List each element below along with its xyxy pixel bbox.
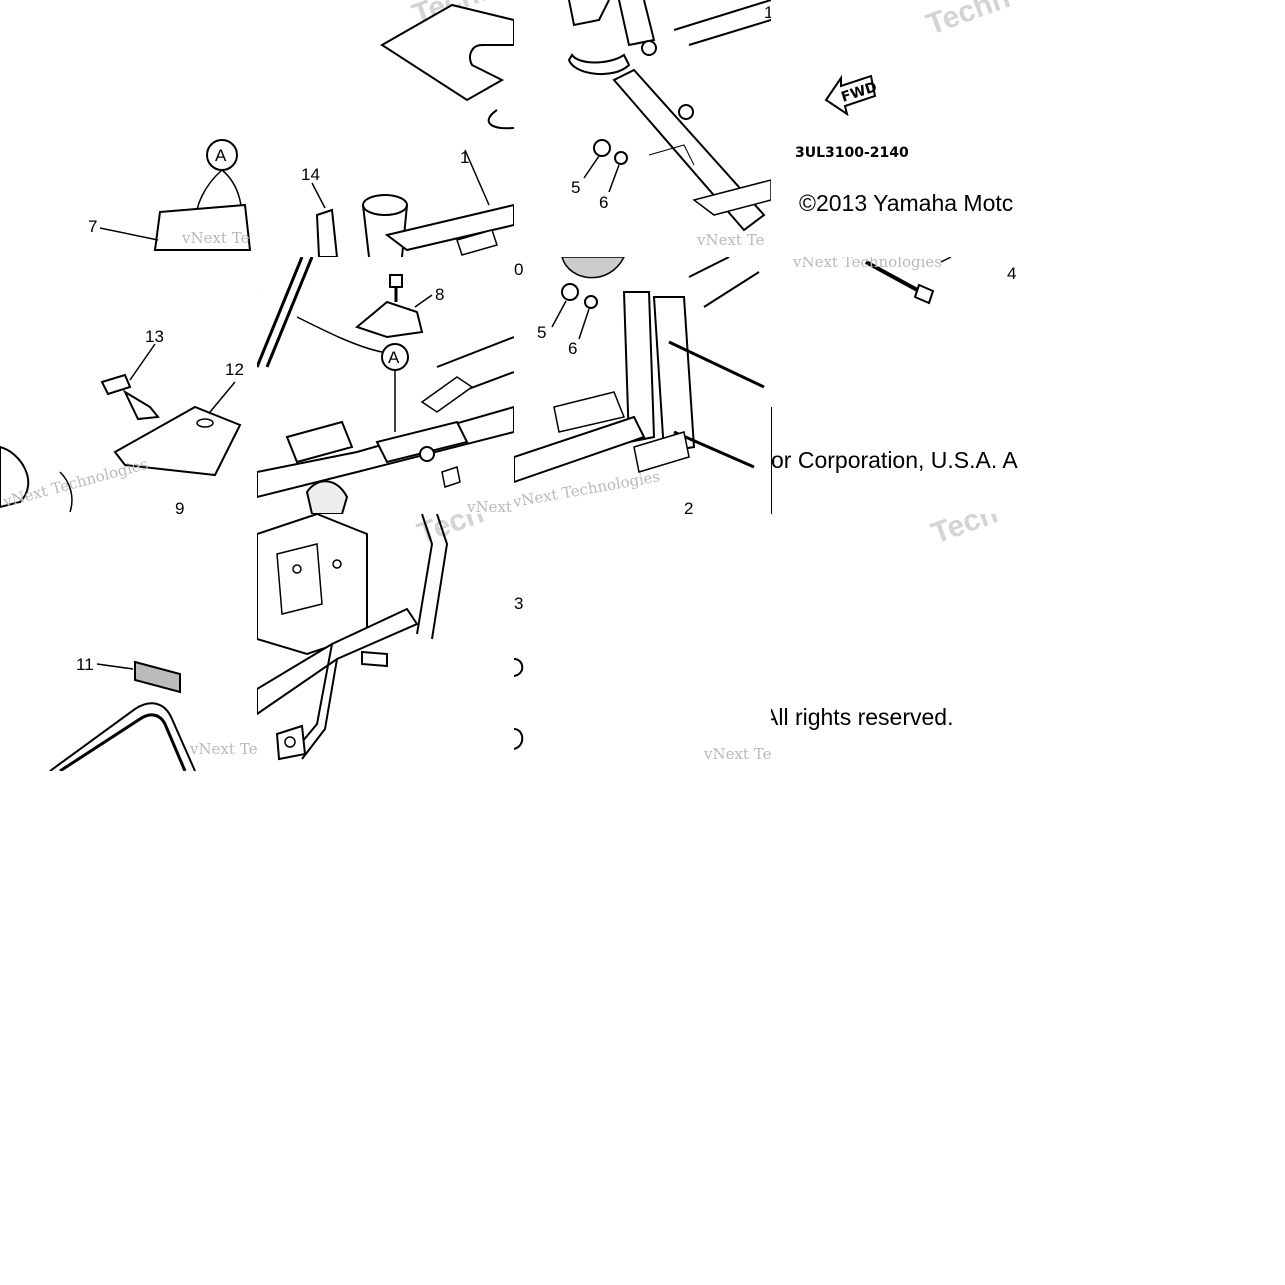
part-number-8: 8 <box>435 285 444 304</box>
tile-r3c3-drawing: 3 vNext Te <box>514 594 771 763</box>
callout-a2-label: A <box>388 348 400 367</box>
tile-r3c4: Tech All rights reserved. <box>771 514 1028 771</box>
callout-a-label: A <box>215 146 227 165</box>
part-number-9: 9 <box>175 499 184 514</box>
part-number-14: 14 <box>301 165 320 184</box>
watermark: vNext Technologies <box>466 498 514 514</box>
clip-part-13 <box>100 373 132 396</box>
washer-part-6b <box>584 295 598 309</box>
watermark: vNext Te <box>820 254 889 257</box>
tile-r1c2-drawing: Techn 14 1 <box>301 0 514 257</box>
part-number-12: 12 <box>225 360 244 379</box>
tile-r2c4-drawing: 4 vNext Technologies <box>771 257 1016 514</box>
tile-r2c2: A 8 vNext Technologies <box>257 257 514 514</box>
tile-r1c1: A 7 vNext Te <box>0 0 257 257</box>
watermark: vNext Te <box>696 231 765 249</box>
part-number-11: 11 <box>76 655 94 674</box>
nut-part-5 <box>593 139 611 157</box>
pad-part-7 <box>153 203 252 251</box>
tile-r1c3-drawing: 5 6 vNext Te 1 <box>567 0 771 249</box>
bolt-part-4 <box>865 260 922 294</box>
part-number-1: 1 <box>460 148 469 167</box>
part-number-10: 0 <box>514 260 523 279</box>
tile-r3c3: 3 vNext Te <box>514 514 771 771</box>
copyright-part-3: All rights reserved. <box>771 704 954 730</box>
tile-r3c4-drawing: Tech <box>927 514 1002 551</box>
tile-r1c4: Techn FWD 3UL3100-2140 vNext Te ©2013 Ya… <box>771 0 1028 257</box>
watermark: vNext Technologies <box>792 257 942 271</box>
tile-r2c1: 13 12 9 vNext Technologies <box>0 257 257 514</box>
part-number-2: 2 <box>684 499 693 514</box>
bolt-long-1 <box>668 340 765 389</box>
tile-r2c3: 0 5 6 2 vNext Technologies <box>514 257 771 514</box>
tile-r2c2-drawing: A 8 vNext Technologies <box>257 257 514 514</box>
diagram-code: 3UL3100-2140 <box>795 145 909 161</box>
watermark: vNext Te <box>181 229 250 247</box>
bracket-part-8 <box>354 300 424 339</box>
tile-r1c4-drawing: Techn FWD 3UL3100-2140 vNext Te <box>795 0 1014 257</box>
part-number-6: 6 <box>599 193 608 212</box>
part-number-5b: 5 <box>537 323 546 342</box>
tile-r1c1-drawing: A 7 vNext Te <box>88 139 252 251</box>
rear-bracket-right <box>652 296 696 454</box>
tile-r3c2: Tech <box>257 514 514 771</box>
steering-head-tube <box>618 0 656 47</box>
part-number-5: 5 <box>571 178 580 197</box>
bolt-long-2 <box>673 430 755 469</box>
tile-r3c1: 11 vNext Te <box>0 514 257 771</box>
plate <box>380 3 514 102</box>
frame-top-tube <box>384 203 514 252</box>
part-number-4: 4 <box>1007 264 1016 283</box>
part-number-1-top: 1 <box>764 3 771 22</box>
nut-part-5b <box>561 283 579 301</box>
part-number-3: 3 <box>514 594 523 613</box>
washer-part-6 <box>614 151 628 165</box>
steering-head <box>362 194 408 216</box>
pad-part-11 <box>134 660 181 694</box>
tile-r2c4: 4 vNext Technologies or Corporation, U.S… <box>771 257 1028 514</box>
tile-r1c3: 5 6 vNext Te 1 <box>514 0 771 257</box>
foam-pad <box>561 257 625 279</box>
part-number-6b: 6 <box>568 339 577 358</box>
watermark: vNext Te <box>189 740 257 758</box>
watermark-tech-4: Tech <box>927 514 1002 551</box>
down-tube <box>612 68 766 232</box>
tile-r1c2: Techn 14 1 <box>257 0 514 257</box>
part-14-bar <box>315 208 339 257</box>
tile-r3c2-drawing: Tech <box>257 514 488 761</box>
watermark: vNext Te <box>703 745 771 763</box>
rear-rail <box>59 713 187 771</box>
part-number-13: 13 <box>145 327 164 346</box>
part-number-7: 7 <box>88 217 97 236</box>
copyright-part-1: ©2013 Yamaha Motc <box>799 190 1014 216</box>
bolt <box>389 274 403 288</box>
rear-bracket-left <box>622 291 656 444</box>
watermark-tech-2: Techn <box>922 0 1014 42</box>
fwd-arrow-icon <box>824 74 877 117</box>
head-collar <box>567 53 631 76</box>
tile-r2c3-drawing: 0 5 6 2 vNext Technologies <box>514 257 765 514</box>
copyright-part-2: or Corporation, U.S.A. A <box>771 447 1018 473</box>
tile-r3c1-drawing: 11 vNext Te <box>49 655 257 771</box>
bag-part-12 <box>113 405 242 477</box>
peg <box>361 650 388 668</box>
tile-r2c1-drawing: 13 12 9 vNext Technologies <box>0 294 257 514</box>
